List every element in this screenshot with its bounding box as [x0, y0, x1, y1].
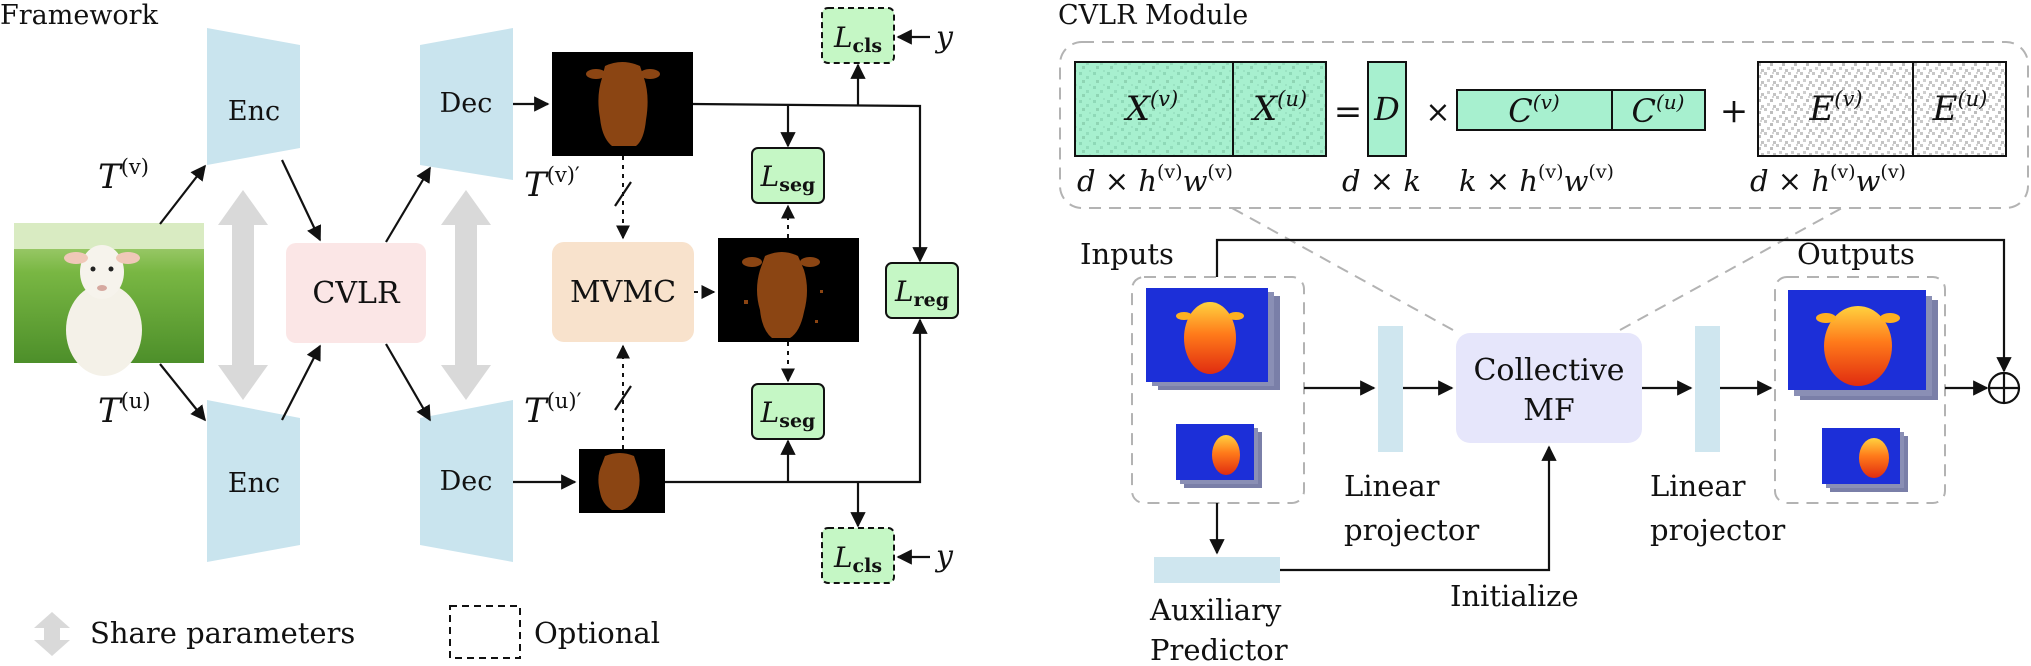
loss-cls-bottom-label: Lcls: [833, 541, 882, 577]
target-y-top: y: [934, 20, 954, 55]
transform-u-prime-label: T(u)′: [524, 389, 582, 431]
collective-mf-label-1: Collective: [1473, 353, 1624, 388]
decoder-bottom-label: Dec: [440, 466, 493, 497]
matrix-c-v-label: C(v): [1508, 90, 1559, 130]
equation-container: [1059, 41, 2029, 209]
encoder-top-label: Enc: [228, 96, 280, 127]
target-y-bottom: y: [934, 539, 954, 574]
transform-u-label: T(u): [98, 389, 151, 431]
legend-share-label: Share parameters: [90, 616, 355, 650]
mvmc-block-label: MVMC: [570, 275, 676, 310]
matrix-e-v-label: E(v): [1808, 87, 1862, 129]
loss-cls-top: [821, 7, 895, 64]
matrix-e-u-label: E(u): [1932, 87, 1988, 129]
plus-sign: +: [1720, 91, 1749, 131]
decoder-bottom: [420, 400, 513, 562]
framework-arrows: [159, 63, 928, 528]
decoder-top: [420, 28, 513, 180]
loss-seg-bottom-label: Lseg: [760, 396, 816, 432]
matrix-d: [1367, 61, 1407, 157]
matrix-e-v: [1757, 61, 1914, 157]
loss-seg-top-label: Lseg: [760, 160, 816, 196]
encoder-bottom: [207, 400, 300, 562]
output-heatmap-large: [1788, 290, 1938, 400]
cvlr-module-title: CVLR Module: [1058, 0, 1248, 31]
cvlr-module-arrows: [1209, 238, 2012, 572]
output-heatmap-small: [1822, 428, 1908, 492]
sheep-photo: [14, 223, 204, 376]
auxiliary-predictor-bar: [1154, 557, 1280, 583]
outputs-label: Outputs: [1797, 237, 1915, 271]
equals-sign: =: [1334, 92, 1363, 132]
linear-projector-1-label-1: Linear: [1344, 469, 1440, 503]
matrix-e-u: [1912, 61, 2007, 157]
cvlr-block-label: CVLR: [312, 276, 401, 311]
input-heatmap-small: [1176, 424, 1262, 488]
initialize-label: Initialize: [1450, 579, 1579, 613]
dim-d: d × k: [1342, 164, 1421, 198]
share-arrow-dec: [441, 190, 491, 400]
transform-v-label: T(v): [98, 155, 149, 197]
mask-top: [552, 52, 693, 156]
framework-title: Framework: [0, 0, 159, 31]
matrix-x-u: [1232, 61, 1327, 157]
connector-left: [1231, 207, 1454, 331]
matrix-x-u-label: X(u): [1250, 87, 1307, 129]
mvmc-dashed-arrows: [614, 156, 795, 449]
inputs-label: Inputs: [1080, 237, 1174, 271]
matrix-c-v: [1456, 89, 1613, 131]
mask-middle: [718, 238, 859, 342]
dim-c: k × h(v)w(v): [1459, 161, 1614, 198]
linear-projector-2-label-2: projector: [1650, 513, 1785, 547]
mvmc-block: [552, 242, 694, 342]
collective-mf-label-2: MF: [1523, 393, 1575, 428]
loss-cls-top-label: Lcls: [833, 21, 882, 57]
loss-seg-bottom: [751, 383, 825, 440]
linear-projector-1: [1378, 326, 1403, 452]
linear-projector-2: [1695, 326, 1720, 452]
times-sign: ×: [1425, 95, 1450, 130]
linear-projector-1-label-2: projector: [1344, 513, 1479, 547]
loss-cls-bottom: [821, 527, 895, 584]
matrix-x-v-label: X(v): [1123, 87, 1178, 129]
dim-e: d × h(v)w(v): [1750, 161, 1906, 198]
loss-reg: [885, 262, 959, 319]
legend-optional-icon: [449, 605, 521, 659]
legend-optional-label: Optional: [534, 616, 660, 650]
encoder-bottom-label: Enc: [228, 468, 280, 499]
decoder-top-label: Dec: [440, 88, 493, 119]
loss-seg-top: [751, 147, 825, 204]
auxiliary-label-2: Predictor: [1150, 633, 1288, 666]
legend-share-icon: [34, 612, 70, 656]
input-heatmap-large: [1146, 288, 1280, 390]
matrix-x-v: [1074, 61, 1234, 157]
connector-right: [1619, 207, 1843, 331]
outputs-container: [1774, 276, 1946, 504]
matrix-c-u: [1611, 89, 1706, 131]
dim-x: d × h(v)w(v): [1077, 161, 1233, 198]
collective-mf-block: [1456, 333, 1642, 443]
mask-bottom: [579, 449, 665, 513]
encoder-top: [207, 28, 300, 165]
cvlr-block: [286, 243, 426, 343]
loss-reg-label: Lreg: [894, 275, 949, 311]
linear-projector-2-label-1: Linear: [1650, 469, 1746, 503]
transform-v-prime-label: T(v)′: [524, 163, 580, 205]
share-arrow-enc: [218, 190, 268, 400]
matrix-c-u-label: C(u): [1632, 90, 1685, 130]
matrix-d-label: D: [1373, 90, 1400, 128]
auxiliary-label-1: Auxiliary: [1149, 593, 1282, 627]
